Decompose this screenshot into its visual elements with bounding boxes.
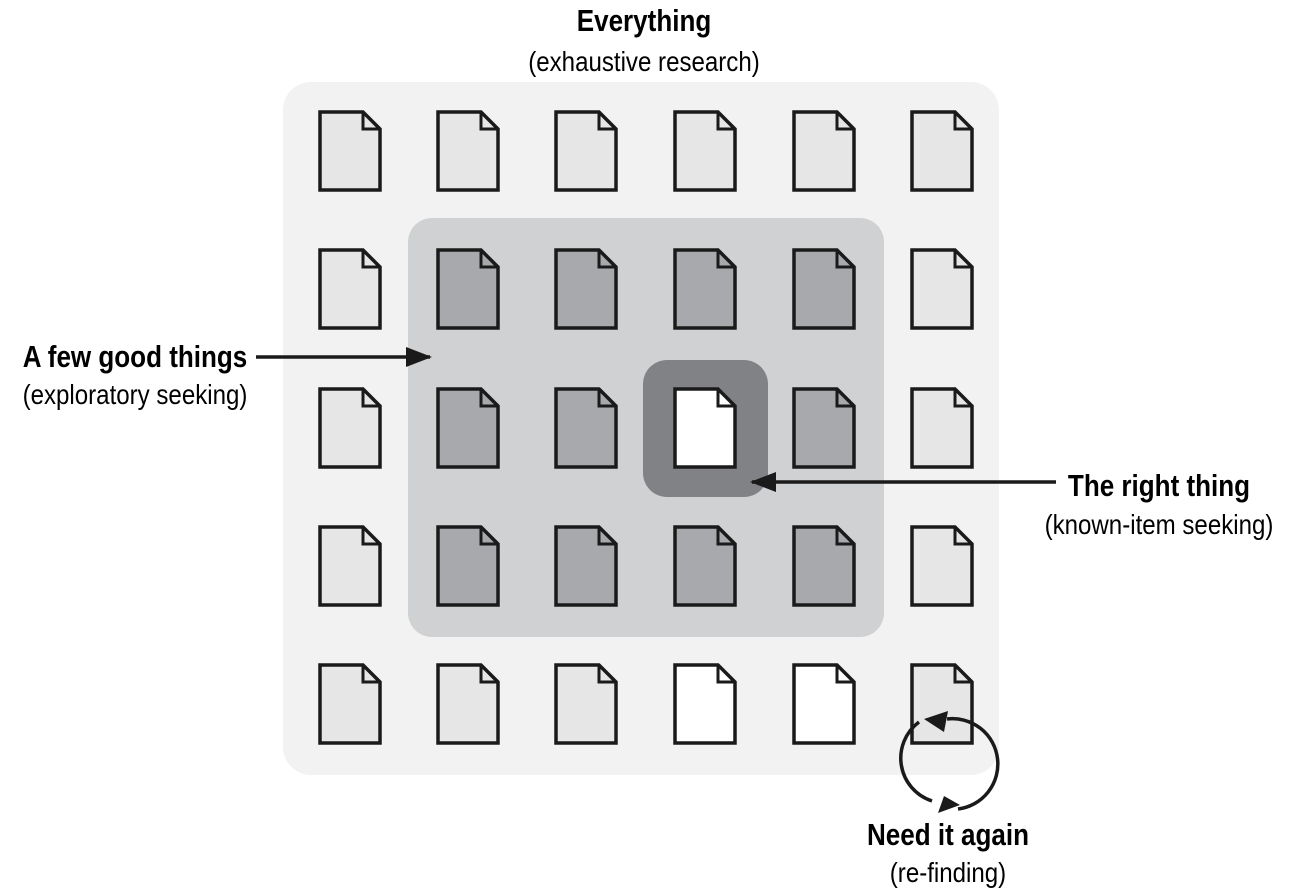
document-icon xyxy=(792,110,856,192)
need-it-again-title: Need it again xyxy=(867,818,1029,853)
right-thing-subtitle: (known-item seeking) xyxy=(1045,508,1274,540)
document-icon xyxy=(318,387,382,469)
document-icon xyxy=(318,110,382,192)
document-icon xyxy=(554,248,618,330)
document-icon xyxy=(910,110,974,192)
document-icon xyxy=(673,387,737,469)
document-icon xyxy=(910,387,974,469)
everything-title: Everything xyxy=(577,4,711,39)
document-icon xyxy=(436,248,500,330)
document-icon xyxy=(910,525,974,607)
document-icon xyxy=(792,525,856,607)
refinding-cycle-icon xyxy=(899,711,1000,813)
document-icon xyxy=(792,387,856,469)
few-good-things-subtitle: (exploratory seeking) xyxy=(23,378,248,410)
document-icon xyxy=(673,663,737,745)
few-good-things-title: A few good things xyxy=(23,340,248,375)
document-icon xyxy=(436,387,500,469)
document-grid xyxy=(318,110,974,745)
document-icon xyxy=(554,387,618,469)
document-icon xyxy=(436,110,500,192)
document-icon xyxy=(318,525,382,607)
document-icon xyxy=(436,525,500,607)
need-it-again-subtitle: (re-finding) xyxy=(890,856,1006,888)
document-icon xyxy=(554,663,618,745)
document-icon xyxy=(436,663,500,745)
document-icon xyxy=(318,248,382,330)
document-icon xyxy=(318,663,382,745)
document-icon xyxy=(554,525,618,607)
right-thing-title: The right thing xyxy=(1068,469,1250,504)
document-icon xyxy=(673,248,737,330)
document-icon xyxy=(673,110,737,192)
everything-subtitle: (exhaustive research) xyxy=(528,45,760,77)
document-icon xyxy=(910,248,974,330)
document-icon xyxy=(910,663,974,745)
document-icon xyxy=(673,525,737,607)
document-icon xyxy=(792,248,856,330)
document-icon xyxy=(792,663,856,745)
document-icon xyxy=(554,110,618,192)
